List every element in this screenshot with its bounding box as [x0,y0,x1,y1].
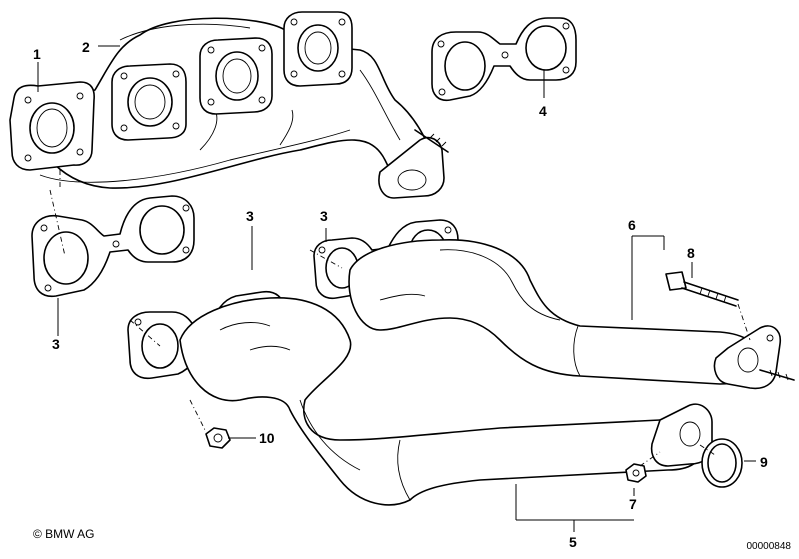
callout-10: 10 [259,430,275,446]
bolt [665,271,739,307]
leader-lines [37,45,756,532]
gasket-upper [431,17,577,102]
copyright-notice: © BMW AG [33,527,95,541]
exhaust-manifold-upper [9,11,449,199]
callout-3-right: 3 [320,208,328,224]
callout-8: 8 [687,245,695,261]
callout-6: 6 [628,217,636,233]
callout-5: 5 [569,534,577,550]
gasket-left [31,195,195,298]
callout-3-middle: 3 [246,208,254,224]
exhaust-manifold-lower-front [179,297,713,506]
callout-4: 4 [539,103,547,119]
callout-7: 7 [629,496,637,512]
nut-part-7 [625,463,647,483]
document-number: 00000848 [746,541,792,552]
callout-2: 2 [82,39,90,55]
exhaust-manifold-lower-rear [348,239,795,390]
ring-seal [701,438,743,488]
callout-1: 1 [33,46,41,62]
callout-3-left: 3 [52,336,60,352]
callout-9: 9 [760,454,768,470]
nut-part-10 [205,427,231,449]
